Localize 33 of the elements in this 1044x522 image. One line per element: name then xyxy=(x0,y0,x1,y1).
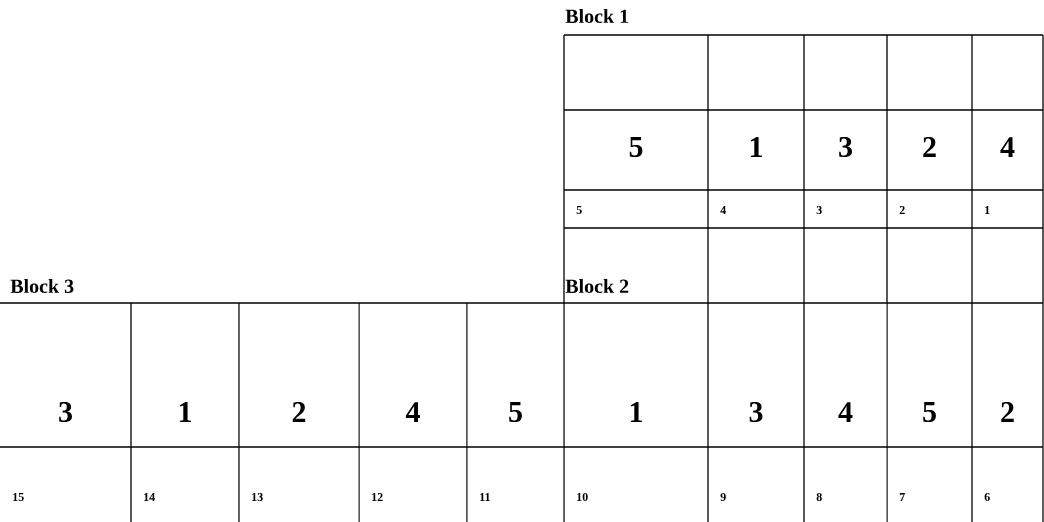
cell-number: 4 xyxy=(405,402,420,422)
cell-index: 11 xyxy=(480,493,490,501)
cell-number: 3 xyxy=(839,136,852,158)
cell-number: 5 xyxy=(923,402,936,422)
cell-index: 13 xyxy=(252,492,263,502)
cell-index: 1 xyxy=(985,206,990,214)
cell-number: 1 xyxy=(179,402,191,422)
cell-index: 6 xyxy=(984,492,990,502)
cell-index: 8 xyxy=(816,492,822,502)
cell-number: 4 xyxy=(838,402,853,422)
cell-number: 2 xyxy=(923,137,936,157)
cell-number: 2 xyxy=(1001,402,1014,422)
cell-index: 15 xyxy=(13,493,24,501)
cell-index: 4 xyxy=(720,206,726,214)
cell-index: 9 xyxy=(720,492,726,502)
cell-number: 5 xyxy=(509,402,522,422)
cell-number: 5 xyxy=(629,137,643,157)
cell-number: 1 xyxy=(630,402,642,422)
cell-index: 2 xyxy=(899,206,905,214)
block-heading: Block 3 xyxy=(10,278,74,294)
cell-number: 3 xyxy=(59,401,72,423)
cell-number: 2 xyxy=(292,402,306,422)
cell-index: 5 xyxy=(576,206,582,214)
cell-index: 10 xyxy=(577,492,588,502)
cell-number: 4 xyxy=(1000,137,1015,157)
block-heading: Block 1 xyxy=(565,8,629,24)
cell-number: 1 xyxy=(750,137,762,157)
cell-index: 7 xyxy=(899,493,905,501)
cell-index: 3 xyxy=(816,205,822,215)
block-heading: Block 2 xyxy=(565,278,629,294)
cell-index: 12 xyxy=(372,493,383,501)
cell-index: 14 xyxy=(144,493,155,501)
cell-number: 3 xyxy=(749,401,763,423)
